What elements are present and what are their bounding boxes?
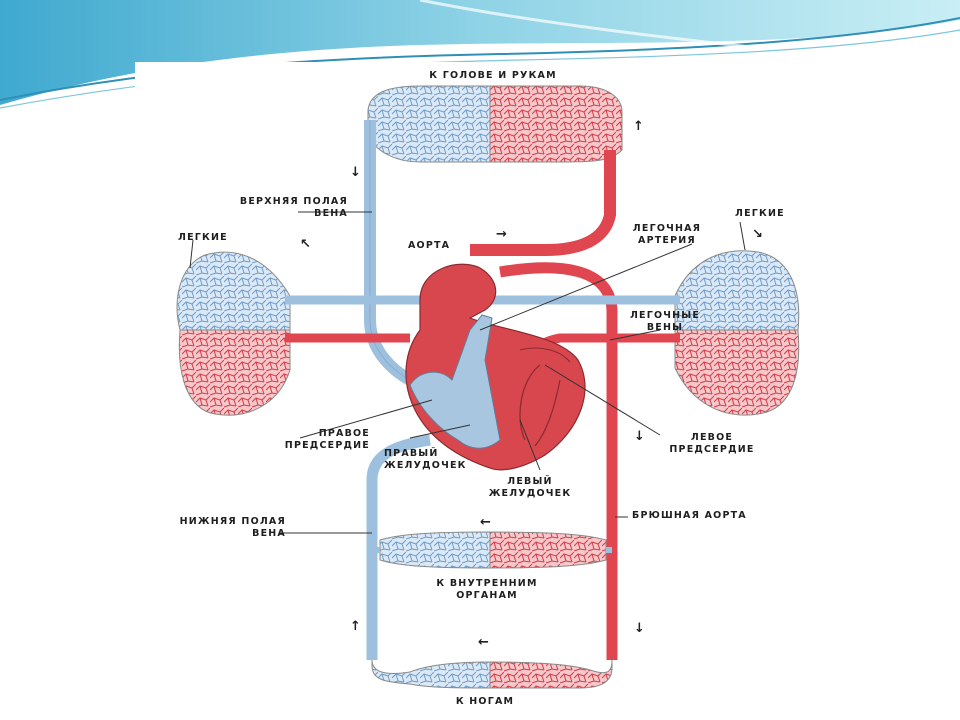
- left-lung-capillary-bed: [176, 251, 291, 416]
- arrow-up-icon: ↑: [633, 119, 644, 134]
- label-right-atrium: ПРАВОЕ ПРЕДСЕРДИЕ: [284, 428, 370, 451]
- arrow-left-icon: ←: [480, 515, 491, 530]
- right-lung-capillary-bed: [674, 250, 800, 416]
- arrow-down-icon: ↓: [634, 429, 645, 444]
- arrow-down-icon: ↓: [350, 165, 361, 180]
- internal-organs-capillary-bed: [379, 531, 607, 569]
- label-left-atrium: ЛЕВОЕ ПРЕДСЕРДИЕ: [669, 432, 755, 455]
- label-internal-organs: К ВНУТРЕННИМ ОРГАНАМ: [436, 578, 538, 601]
- label-pulmonary-veins: ЛЕГОЧНЫЕ ВЕНЫ: [629, 310, 701, 333]
- arrow-up-left-icon: ↖: [300, 237, 311, 252]
- head-arms-capillary-bed: [367, 85, 623, 163]
- label-aorta: АОРТА: [408, 240, 451, 251]
- label-legs: К НОГАМ: [455, 696, 515, 707]
- ascending-aorta-to-head: [470, 150, 616, 256]
- label-abdominal-aorta: БРЮШНАЯ АОРТА: [632, 510, 747, 521]
- arrow-up-icon: ↑: [350, 619, 361, 634]
- label-head-arms: К ГОЛОВЕ И РУКАМ: [429, 70, 557, 81]
- label-left-ventricle: ЛЕВЫЙ ЖЕЛУДОЧЕК: [488, 476, 572, 499]
- inferior-vena-cava-vessel: [366, 434, 431, 660]
- legs-capillary-bed: [371, 659, 613, 689]
- arrow-down-right-icon: ↘: [752, 227, 763, 242]
- superior-vena-cava-vessel: [364, 120, 414, 386]
- label-inferior-vena-cava: НИЖНЯЯ ПОЛАЯ ВЕНА: [179, 516, 286, 539]
- arrow-down-icon: ↓: [634, 621, 645, 636]
- arrow-right-icon: →: [496, 227, 507, 242]
- label-pulmonary-artery: ЛЕГОЧНАЯ АРТЕРИЯ: [632, 223, 702, 246]
- label-right-ventricle: ПРАВЫЙ ЖЕЛУДОЧЕК: [384, 448, 467, 471]
- label-superior-vena-cava: ВЕРХНЯЯ ПОЛАЯ ВЕНА: [239, 196, 348, 219]
- leader-lines: [189, 211, 746, 534]
- arrow-left-icon: ←: [478, 635, 489, 650]
- heart: [405, 263, 586, 471]
- label-lungs-right: ЛЕГКИЕ: [735, 208, 785, 219]
- label-lungs-left: ЛЕГКИЕ: [178, 232, 228, 243]
